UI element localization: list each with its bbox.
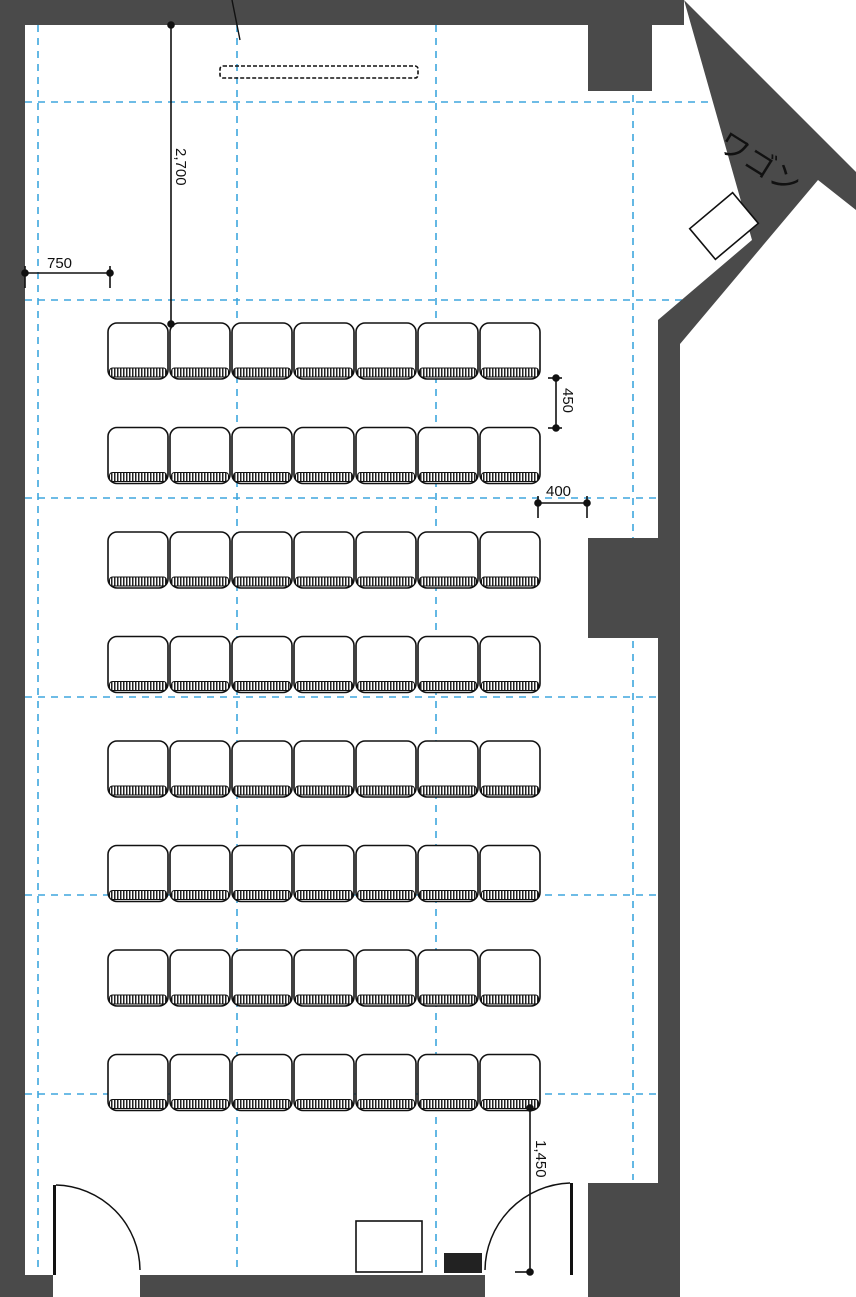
dimension-450: [548, 374, 562, 432]
seat: [293, 1053, 355, 1112]
dimension-400: [534, 496, 591, 518]
seat: [355, 949, 417, 1007]
seat: [417, 322, 479, 380]
dimension-450-label: 450: [559, 388, 576, 413]
seat: [107, 531, 169, 589]
seat: [107, 1053, 169, 1112]
screen-cable: [231, 0, 241, 41]
seat-row: [107, 740, 541, 798]
seat: [479, 426, 541, 485]
right-wall-upper: [658, 344, 680, 544]
seat: [293, 426, 355, 485]
seat: [479, 635, 541, 694]
seat: [355, 635, 417, 694]
seat: [169, 531, 231, 589]
seat-row: [107, 1053, 541, 1112]
seat-row: [107, 844, 541, 903]
dimension-1450-label: 1,450: [532, 1140, 549, 1178]
right-wall-lower: [658, 636, 680, 1296]
seat-row: [107, 426, 541, 485]
seat: [293, 635, 355, 694]
bottom-wall-middle: [140, 1275, 485, 1297]
seat: [231, 740, 293, 798]
column-block: [588, 538, 680, 638]
seat: [231, 949, 293, 1007]
seat: [169, 1053, 231, 1112]
seat: [355, 322, 417, 380]
dimension-2700-label: 2,700: [172, 148, 189, 186]
seat: [417, 949, 479, 1007]
door-left: [53, 1184, 141, 1275]
door-right: [484, 1182, 573, 1275]
seat: [293, 844, 355, 903]
dimension-1450: [515, 1104, 534, 1276]
seat: [355, 1053, 417, 1112]
floor-outlet: [444, 1253, 482, 1273]
seat: [355, 531, 417, 589]
seat: [417, 635, 479, 694]
seat: [355, 844, 417, 903]
seat: [355, 426, 417, 485]
seat: [231, 635, 293, 694]
seat: [107, 635, 169, 694]
seat: [107, 844, 169, 903]
seat: [231, 844, 293, 903]
seat: [169, 949, 231, 1007]
seat: [107, 740, 169, 798]
seat: [293, 949, 355, 1007]
seat: [293, 322, 355, 380]
seat-row: [107, 322, 541, 380]
seat-row: [107, 531, 541, 589]
seat: [169, 844, 231, 903]
seat: [293, 740, 355, 798]
seat: [479, 844, 541, 903]
seat: [417, 531, 479, 589]
seat: [479, 949, 541, 1007]
seat: [479, 322, 541, 380]
seat: [417, 1053, 479, 1112]
seat-row: [107, 949, 541, 1007]
seat: [169, 635, 231, 694]
screen: [219, 65, 419, 79]
seat: [479, 740, 541, 798]
seat: [417, 844, 479, 903]
left-wall: [0, 0, 25, 1297]
bottom-right-block: [588, 1183, 680, 1297]
diagonal-wall: [658, 0, 856, 344]
podium: [355, 1220, 423, 1273]
seat: [169, 322, 231, 380]
seat: [169, 426, 231, 485]
dimension-750: [21, 266, 114, 288]
dimension-2700: [167, 21, 175, 328]
seat: [417, 740, 479, 798]
dimension-750-label: 750: [47, 255, 72, 272]
seat: [169, 740, 231, 798]
wagon-icon: [688, 191, 760, 261]
seat: [231, 531, 293, 589]
seat: [107, 322, 169, 380]
seat: [479, 1053, 541, 1112]
seat-row: [107, 635, 541, 694]
seat: [293, 531, 355, 589]
seat: [231, 426, 293, 485]
seat: [231, 322, 293, 380]
top-wall: [0, 0, 684, 25]
top-right-block: [588, 25, 652, 91]
seat: [479, 531, 541, 589]
seat: [231, 1053, 293, 1112]
seat: [107, 426, 169, 485]
seat: [355, 740, 417, 798]
seat: [417, 426, 479, 485]
seating-area: [107, 322, 541, 1112]
bottom-wall-left: [25, 1275, 53, 1297]
seat: [107, 949, 169, 1007]
dimension-400-label: 400: [546, 483, 571, 500]
